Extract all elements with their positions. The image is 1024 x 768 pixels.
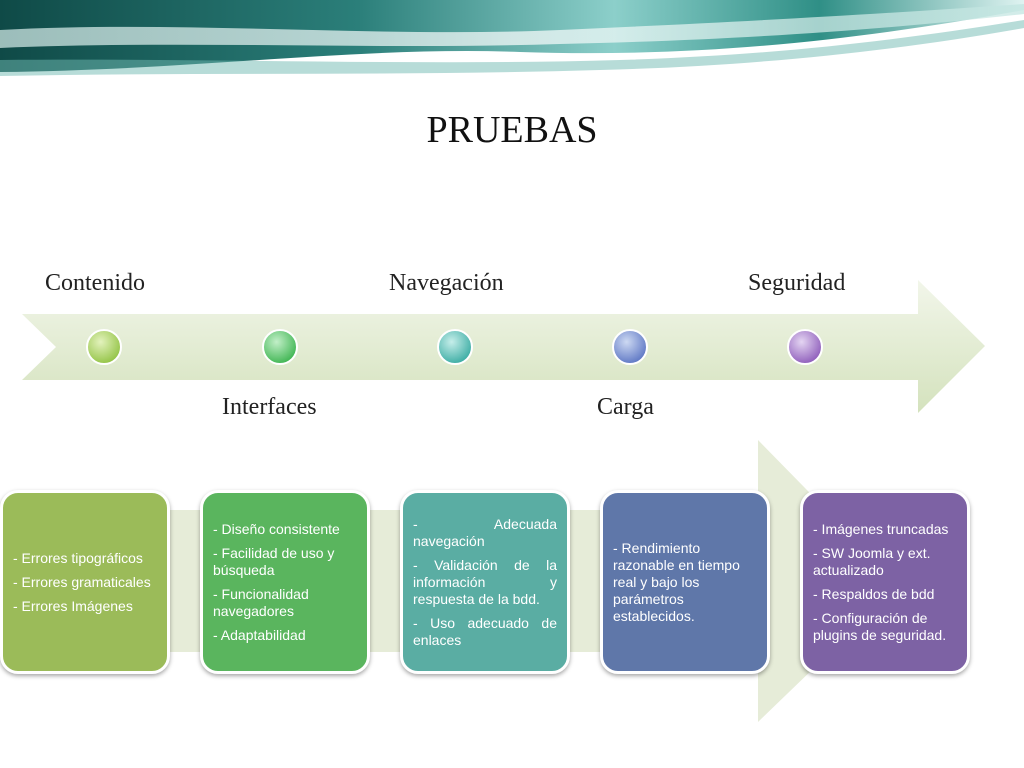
timeline-dot-contenido <box>86 329 122 365</box>
timeline-dot-navegacion <box>437 329 473 365</box>
timeline-dot-carga <box>612 329 648 365</box>
card-carga: - Rendimiento razonable en tiempo real y… <box>600 490 770 674</box>
card-item: - Rendimiento razonable en tiempo real y… <box>613 539 740 624</box>
stage-label-interfaces: Interfaces <box>222 394 317 420</box>
card-seguridad: - Imágenes truncadas - SW Joomla y ext. … <box>800 490 970 674</box>
stage-label-carga: Carga <box>597 394 654 420</box>
card-item: - Validación de la información y respues… <box>413 556 557 607</box>
card-item: - Respaldos de bdd <box>813 585 935 602</box>
page-title: PRUEBAS <box>426 109 598 151</box>
card-item: - Funcionalidad navegadores <box>213 585 309 619</box>
card-item: - Errores Imágenes <box>13 597 133 614</box>
card-item: - Adaptabilidad <box>213 626 306 643</box>
card-item: - Configuración de plugins de seguridad. <box>813 609 947 643</box>
card-item: - Uso adecuado de enlaces <box>413 614 557 648</box>
card-item: - Errores tipográficos <box>13 549 143 566</box>
card-item: - Errores gramaticales <box>13 573 151 590</box>
timeline-arrow <box>22 280 985 413</box>
timeline-dot-interfaces <box>262 329 298 365</box>
stage-label-seguridad: Seguridad <box>748 270 846 296</box>
timeline-dot-seguridad <box>787 329 823 365</box>
card-item: - Diseño consistente <box>213 520 340 537</box>
stage-label-contenido: Contenido <box>45 270 145 296</box>
card-item: - Facilidad de uso y búsqueda <box>213 544 335 578</box>
card-interfaces: - Diseño consistente - Facilidad de uso … <box>200 490 370 674</box>
card-item: - Adecuada navegación <box>413 515 557 549</box>
header-wave-banner <box>0 0 1024 80</box>
card-item: - Imágenes truncadas <box>813 520 949 537</box>
card-navegacion: - Adecuada navegación - Validación de la… <box>400 490 570 674</box>
card-contenido: - Errores tipográficos - Errores gramati… <box>0 490 170 674</box>
card-item: - SW Joomla y ext. actualizado <box>813 544 931 578</box>
stage-label-navegacion: Navegación <box>389 270 504 296</box>
